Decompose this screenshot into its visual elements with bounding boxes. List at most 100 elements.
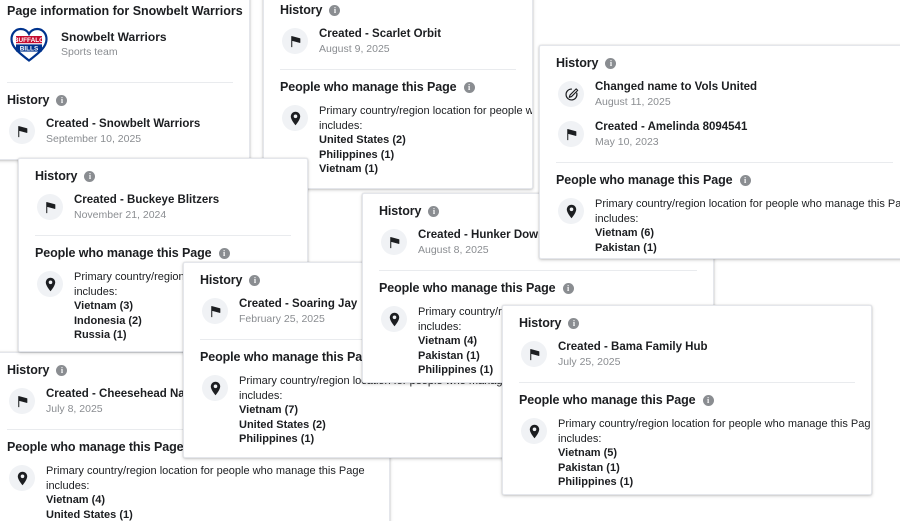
info-icon[interactable]: i — [463, 81, 475, 93]
info-icon[interactable]: i — [329, 4, 341, 16]
location-desc-line1: Primary country/region location for peop… — [558, 418, 872, 430]
page-name: Snowbelt Warriors — [61, 29, 167, 44]
people-manage-heading: People who manage this Page i — [556, 173, 893, 187]
location-desc-line1: Primary country/region location for peop… — [319, 105, 533, 117]
info-icon[interactable]: i — [605, 57, 617, 69]
people-manage-section: People who manage this Page i Primary co… — [540, 163, 900, 258]
section-divider — [7, 82, 233, 83]
info-icon[interactable]: i — [702, 394, 714, 406]
history-section: History i Created - Hunker Down HQ Augus… — [363, 194, 713, 270]
flag-icon — [521, 341, 547, 367]
history-label: History — [280, 3, 323, 17]
history-label: History — [379, 204, 422, 218]
page-info-panel-vols-united[interactable]: History i Changed name to Vols United Au… — [539, 45, 900, 259]
history-heading: History i — [7, 93, 233, 107]
history-item: Created - Snowbelt Warriors September 10… — [7, 115, 233, 147]
history-heading: History i — [519, 316, 855, 330]
section-divider — [519, 382, 855, 383]
flag-icon — [9, 118, 35, 144]
history-section: History i Created - Soaring Jay February… — [184, 263, 512, 339]
location-country: Pakistan (1) — [558, 461, 620, 474]
history-item-title: Created - Cheesehead Nation — [46, 388, 206, 400]
page-info-panel-soaring-jay[interactable]: History i Created - Soaring Jay February… — [183, 262, 513, 458]
location-pin-icon — [521, 418, 547, 444]
history-item-title: Changed name to Vols United — [595, 81, 758, 93]
page-category: Sports team — [61, 45, 118, 58]
info-icon[interactable]: i — [84, 170, 96, 182]
history-heading: History i — [280, 3, 516, 17]
people-manage-label: People who manage this Page — [35, 246, 212, 260]
location-country: Vietnam (7) — [239, 404, 299, 416]
people-manage-section: People who manage this Page i Primary co… — [184, 340, 512, 457]
people-manage-section: People who manage this Page i Primary co… — [0, 430, 389, 521]
page-title: Page information for Snowbelt Warriors i — [7, 4, 243, 18]
page-info-panel-buckeye-blitzers[interactable]: History i Created - Buckeye Blitzers Nov… — [18, 158, 308, 352]
info-icon[interactable]: i — [249, 274, 261, 286]
people-manage-label: People who manage this Page — [200, 350, 377, 364]
location-desc-line2: includes: — [46, 479, 90, 492]
info-icon[interactable]: i — [218, 247, 230, 259]
location-country: United States (2) — [239, 418, 326, 431]
flag-icon — [9, 388, 35, 414]
history-item-date: August 11, 2025 — [595, 96, 671, 108]
location-country: Pakistan (1) — [418, 349, 480, 362]
info-icon[interactable]: i — [428, 205, 440, 217]
section-divider — [35, 235, 291, 236]
history-item: Created - Soaring Jay February 25, 2025 — [200, 295, 496, 327]
history-section: History i Created - Snowbelt Warriors Se… — [0, 83, 249, 159]
history-item-title: Created - Scarlet Orbit — [319, 28, 442, 40]
history-section: History i Created - Buckeye Blitzers Nov… — [19, 159, 307, 235]
people-manage-label: People who manage this Page — [556, 173, 733, 187]
history-item: Changed name to Vols United August 11, 2… — [556, 78, 893, 110]
info-icon[interactable]: i — [562, 282, 574, 294]
location-pin-icon — [202, 375, 228, 401]
history-item: Created - Amelinda 8094541 May 10, 2023 — [556, 118, 893, 150]
location-country: United States (2) — [319, 134, 406, 146]
history-item-date: November 21, 2024 — [74, 209, 167, 221]
history-item-title: Created - Buckeye Blitzers — [74, 194, 220, 206]
location-item: Primary country/region location for peop… — [556, 195, 900, 255]
location-country: Vietnam (1) — [319, 163, 379, 175]
page-info-panel-scarlet-orbit[interactable]: History i Created - Scarlet Orbit August… — [263, 0, 533, 189]
history-heading: History i — [35, 169, 291, 183]
svg-text:BUFFALO: BUFFALO — [14, 37, 44, 44]
info-icon[interactable]: i — [56, 94, 68, 106]
location-country: Indonesia (2) — [74, 314, 142, 327]
section-divider — [200, 339, 496, 340]
location-country: Philippines (1) — [239, 433, 315, 445]
section-divider — [556, 162, 893, 163]
location-country: Vietnam (4) — [46, 494, 106, 506]
history-item-date: August 8, 2025 — [418, 244, 489, 256]
history-item-date: July 25, 2025 — [558, 356, 621, 368]
history-section: History i Created - Cheesehead Nation Ju… — [0, 353, 389, 429]
location-country: Philippines (1) — [319, 148, 395, 161]
page-logo-icon: BUFFALO BILLS — [9, 26, 49, 62]
info-icon[interactable]: i — [56, 364, 68, 376]
history-label: History — [7, 93, 50, 107]
people-manage-heading: People who manage this Page i — [519, 393, 855, 407]
info-icon[interactable]: i — [739, 174, 751, 186]
location-item: Primary country/region location for peop… — [519, 415, 872, 490]
page-info-panel-bama-family-hub[interactable]: History i Created - Bama Family Hub July… — [502, 305, 872, 495]
history-section: History i Changed name to Vols United Au… — [540, 46, 900, 162]
history-item-date: February 25, 2025 — [239, 313, 325, 325]
history-item-title: Created - Snowbelt Warriors — [46, 118, 201, 130]
history-item-date: September 10, 2025 — [46, 133, 142, 145]
people-manage-section: People who manage this Page i Primary co… — [264, 70, 533, 188]
history-item-date: July 8, 2025 — [46, 403, 103, 415]
history-item: Created - Scarlet Orbit August 9, 2025 — [280, 25, 516, 57]
history-item-date: May 10, 2023 — [595, 136, 659, 148]
info-icon[interactable]: i — [568, 317, 580, 329]
history-item-date: August 9, 2025 — [319, 43, 390, 55]
section-divider — [379, 270, 697, 271]
location-desc-line2: includes: — [418, 320, 462, 333]
flag-icon — [558, 121, 584, 147]
people-manage-label: People who manage this Page — [519, 393, 696, 407]
rename-pencil-icon — [558, 81, 584, 107]
people-manage-heading: People who manage this Page i — [280, 80, 516, 94]
page-info-panel-snowbelt-warriors[interactable]: Page information for Snowbelt Warriors i… — [0, 0, 250, 160]
history-item-title: Created - Bama Family Hub — [558, 341, 708, 353]
location-pin-icon — [9, 465, 35, 491]
people-manage-heading: People who manage this Page i — [379, 281, 697, 295]
